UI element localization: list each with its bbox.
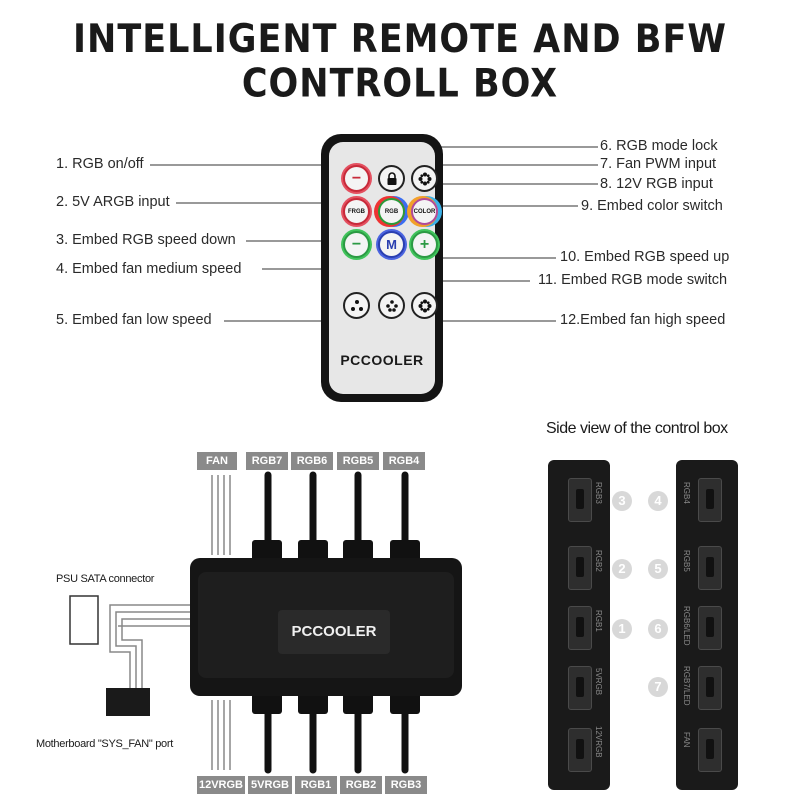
side-port-rgb3 [568,478,592,522]
side-number-2: 2 [612,559,632,579]
label-color-switch: 9. Embed color switch [581,198,723,214]
side-number-3: 3 [612,491,632,511]
side-label-5vrgb: 5VRGB [594,668,603,696]
fan-low-icon [350,299,363,311]
fan-pwm-button[interactable] [411,165,438,192]
label-fan-pwm: 7. Fan PWM input [600,156,717,172]
rgb-mode-switch-button[interactable]: M [378,231,405,258]
side-port-rgb4 [698,478,722,522]
remote-face: − FRGB RGB COLOR − M + [329,142,438,394]
side-number-6: 6 [648,619,668,639]
rgb-12v-button[interactable]: RGB [378,198,405,225]
frgb-button-label: FRGB [348,208,365,215]
rgb-button-label: RGB [384,208,399,215]
rgb-speed-down-button[interactable]: − [343,231,370,258]
color-button-label: COLOR [413,208,436,215]
control-hub-top: PCCOOLER [198,572,454,678]
side-label-fan: FAN [682,732,691,748]
port-tag-fan: FAN [197,452,237,470]
color-switch-button[interactable]: COLOR [411,198,438,225]
fan-low-button[interactable] [343,292,370,319]
side-port-rgb5 [698,546,722,590]
label-12v-rgb: 8. 12V RGB input [600,176,713,192]
side-view-left-box: RGB3 RGB2 RGB1 5VRGB 12VRGB [548,460,610,790]
port-tag-rgb6: RGB6 [291,452,333,470]
fan-medium-icon [385,299,398,312]
side-port-rgb7 [698,666,722,710]
rgb-mode-lock-button[interactable] [378,165,405,192]
side-port-12vrgb [568,728,592,772]
side-port-rgb2 [568,546,592,590]
fan-icon [418,172,431,185]
frgb-button[interactable]: FRGB [343,198,370,225]
remote-control: − FRGB RGB COLOR − M + [321,134,443,402]
side-label-12vrgb: 12VRGB [594,726,603,758]
lock-icon [387,171,396,185]
page-title: INTELLIGENT REMOTE AND BFW CONTROLL BOX [73,17,727,107]
remote-logo: PCCOOLER [340,352,424,368]
side-label-rgb5: RGB5 [682,550,691,572]
control-hub-logo: PCCOOLER [278,610,390,654]
side-label-rgb3: RGB3 [594,482,603,504]
label-fan-high: 12.Embed fan high speed [560,312,726,328]
side-view-right-box: RGB4 RGB5 RGB6/LED RGB7/LED FAN [676,460,738,790]
fan-medium-button[interactable] [378,292,405,319]
fan-high-icon [418,299,431,312]
port-tag-rgb1: RGB1 [295,776,337,794]
side-number-1: 1 [612,619,632,639]
label-rgb-mode-lock: 6. RGB mode lock [600,138,718,154]
rgb-onoff-button[interactable]: − [343,165,370,192]
minus-icon: − [351,169,362,187]
label-fan-medium: 4. Embed fan medium speed [56,261,242,277]
side-port-rgb6 [698,606,722,650]
fan-high-button[interactable] [411,292,438,319]
minus-icon: − [351,235,362,253]
label-fan-low: 5. Embed fan low speed [56,312,212,328]
control-hub: PCCOOLER [190,558,462,696]
side-label-rgb4: RGB4 [682,482,691,504]
port-tag-rgb2: RGB2 [340,776,382,794]
side-view-title: Side view of the control box [546,420,728,437]
psu-sata-label: PSU SATA connector [56,573,155,585]
label-rgb-speed-up: 10. Embed RGB speed up [560,249,730,265]
port-tag-12vrgb: 12VRGB [197,776,245,794]
label-rgb-mode-switch: 11. Embed RGB mode switch [538,272,728,288]
port-tag-rgb3: RGB3 [385,776,427,794]
label-5v-argb: 2. 5V ARGB input [56,194,170,210]
label-rgb-speed-down: 3. Embed RGB speed down [56,232,236,248]
plus-icon: + [419,235,430,253]
side-port-5vrgb [568,666,592,710]
side-label-rgb1: RGB1 [594,610,603,632]
port-tag-rgb7: RGB7 [246,452,288,470]
side-port-rgb1 [568,606,592,650]
rgb-speed-up-button[interactable]: + [411,231,438,258]
m-button-label: M [386,237,397,252]
side-label-rgb2: RGB2 [594,550,603,572]
side-port-fan [698,728,722,772]
side-number-7: 7 [648,677,668,697]
port-tag-rgb4: RGB4 [383,452,425,470]
port-tag-5vrgb: 5VRGB [248,776,292,794]
mobo-sys-fan-label: Motherboard "SYS_FAN" port [36,738,173,750]
side-number-5: 5 [648,559,668,579]
label-rgb-onoff: 1. RGB on/off [56,156,144,172]
side-number-4: 4 [648,491,668,511]
port-tag-rgb5: RGB5 [337,452,379,470]
side-label-rgb7: RGB7/LED [682,666,691,706]
side-label-rgb6: RGB6/LED [682,606,691,646]
